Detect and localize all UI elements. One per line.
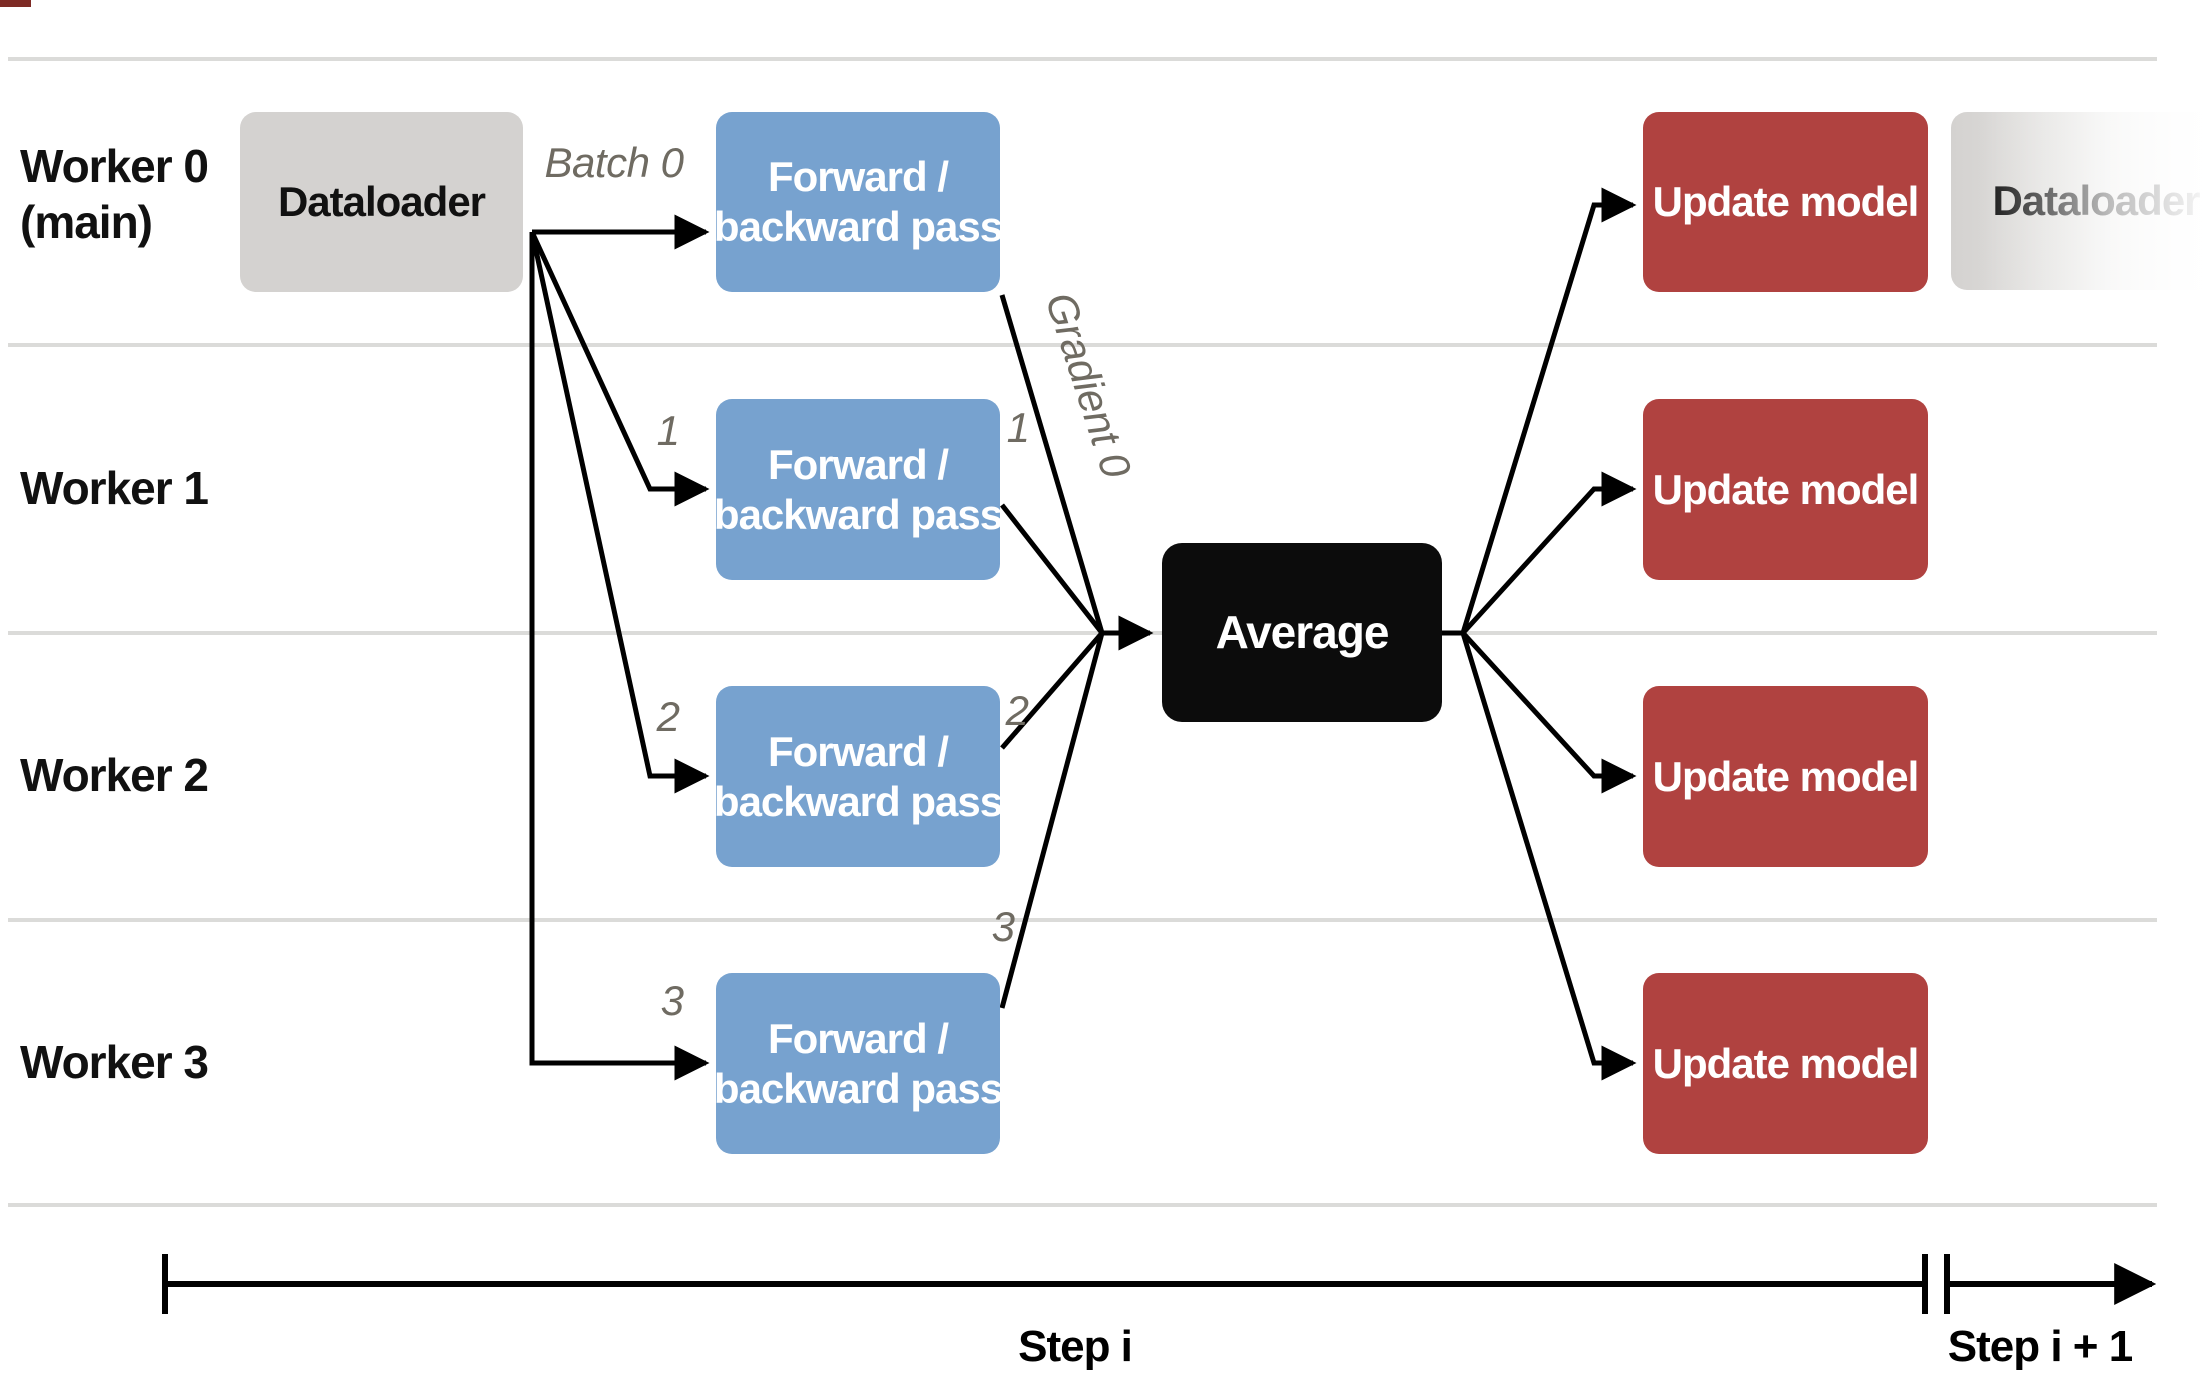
forward-backward-box-worker2: Forward / backward pass bbox=[713, 686, 1003, 867]
next-step-dataloader-box: Dataloader bbox=[1951, 112, 2204, 290]
batch-number-2: 2 bbox=[656, 693, 680, 740]
gradient-line-worker0 bbox=[999, 294, 1105, 634]
update-arrow-worker2 bbox=[1461, 631, 1637, 794]
update-arrow-worker3 bbox=[1460, 632, 1637, 1081]
update-model-box-worker2: Update model bbox=[1643, 686, 1928, 867]
timeline bbox=[162, 1254, 2157, 1314]
forward-backward-box-worker3: Forward / backward pass bbox=[713, 973, 1003, 1154]
worker-0-label: Worker 0 (main) bbox=[20, 138, 209, 250]
update-model-box-worker0: Update model bbox=[1643, 112, 1928, 292]
average-box: Average bbox=[1162, 543, 1442, 722]
gradient-line-worker3 bbox=[999, 632, 1105, 1009]
worker-0-label-line1: Worker 0 bbox=[20, 140, 209, 192]
batch-arrows bbox=[529, 214, 710, 1081]
update-model-box-worker1: Update model bbox=[1643, 399, 1928, 580]
gradient-line-worker1 bbox=[1000, 503, 1104, 635]
worker-0-label-line2: (main) bbox=[20, 196, 153, 249]
forward-backward-line2: backward pass bbox=[713, 490, 1003, 538]
dataloader-box: Dataloader bbox=[240, 112, 523, 292]
batch-arrow-worker3 bbox=[529, 232, 710, 1081]
lane-lines bbox=[8, 57, 2157, 1207]
batch-number-3: 3 bbox=[660, 977, 684, 1024]
worker-1-label: Worker 1 bbox=[20, 462, 209, 514]
update-arrows bbox=[1442, 187, 1637, 1081]
batch-arrow-worker1 bbox=[529, 230, 710, 507]
update-arrow-worker0 bbox=[1460, 187, 1637, 634]
worker-3-label: Worker 3 bbox=[20, 1036, 209, 1088]
step-i-plus-1-label: Step i + 1 bbox=[1947, 1322, 2133, 1371]
update-arrow-worker1 bbox=[1461, 471, 1637, 635]
top-left-crop-artifact bbox=[0, 0, 31, 7]
forward-backward-line1: Forward / bbox=[767, 153, 949, 201]
gradient-line-worker2 bbox=[1000, 631, 1104, 750]
forward-backward-box-worker0: Forward / backward pass bbox=[713, 112, 1003, 292]
gradient-number-2: 2 bbox=[1005, 687, 1029, 734]
step-i-label: Step i bbox=[1018, 1322, 1133, 1371]
forward-backward-line2: backward pass bbox=[713, 1064, 1003, 1112]
gradient-number-1: 1 bbox=[1006, 404, 1030, 451]
forward-backward-line2: backward pass bbox=[713, 777, 1003, 825]
forward-backward-box-worker1: Forward / backward pass bbox=[713, 399, 1003, 580]
next-step-dataloader-label: Dataloader bbox=[1992, 177, 2200, 225]
batch0-label: Batch 0 bbox=[544, 139, 684, 186]
batch-arrow-worker2 bbox=[529, 231, 710, 794]
worker-2-label: Worker 2 bbox=[20, 749, 209, 801]
update-model-box-worker3: Update model bbox=[1643, 973, 1928, 1154]
forward-backward-line1: Forward / bbox=[767, 440, 949, 488]
gradient-number-3: 3 bbox=[991, 903, 1015, 950]
gradient-lines bbox=[999, 294, 1154, 1009]
forward-backward-line1: Forward / bbox=[767, 727, 949, 775]
forward-backward-line1: Forward / bbox=[767, 1014, 949, 1062]
forward-backward-line2: backward pass bbox=[713, 203, 1003, 250]
batch-number-1: 1 bbox=[656, 407, 680, 454]
